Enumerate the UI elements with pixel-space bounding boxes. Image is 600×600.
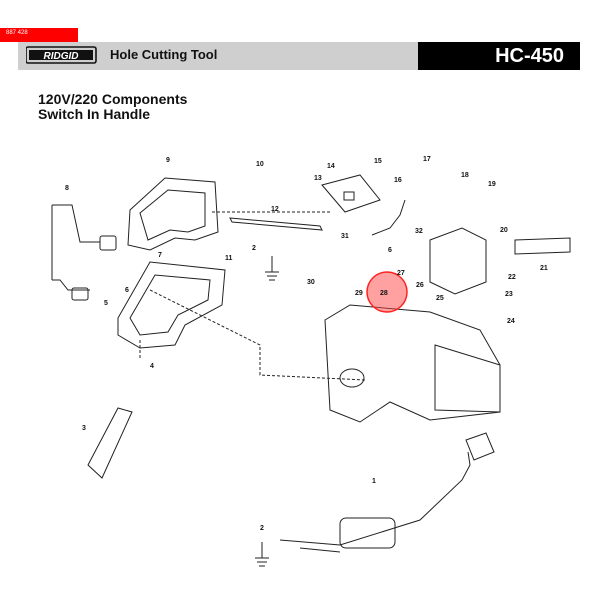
callout-2-upper: 2: [252, 245, 256, 252]
callout-24: 24: [507, 318, 515, 325]
drill-bore: [339, 368, 365, 388]
callout-22: 22: [508, 274, 516, 281]
model-number: HC-450: [495, 45, 564, 67]
handle-grip: [514, 237, 571, 255]
callout-27: 27: [397, 270, 405, 277]
callout-18: 18: [461, 172, 469, 179]
callout-13: 13: [314, 175, 322, 182]
callout-5: 5: [104, 300, 108, 307]
ground-symbol-upper: [265, 256, 279, 281]
document-code: 887 428: [6, 30, 28, 36]
callout-1: 1: [372, 478, 376, 485]
callout-15: 15: [374, 158, 382, 165]
motor-junction-box: [429, 227, 487, 295]
callout-6-right: 6: [388, 247, 392, 254]
callout-30: 30: [307, 279, 315, 286]
callout-29: 29: [355, 290, 363, 297]
page-title: 120V/220 Components Switch In Handle: [38, 92, 187, 122]
lever-upper: [51, 204, 100, 280]
highlight-circle-part-28: [366, 271, 408, 313]
switch-box: [321, 174, 381, 213]
plug: [465, 432, 495, 461]
callout-3: 3: [82, 425, 86, 432]
callout-19: 19: [488, 181, 496, 188]
gfci-module: [339, 517, 396, 549]
product-name: Hole Cutting Tool: [110, 47, 218, 62]
callout-16: 16: [394, 177, 402, 184]
callout-28: 28: [380, 290, 388, 297]
title-line-1: 120V/220 Components: [38, 91, 188, 107]
callout-32: 32: [415, 228, 423, 235]
power-cord: [279, 451, 471, 553]
top-frame-bracket: [127, 177, 219, 251]
callout-14: 14: [327, 163, 335, 170]
callout-11: 11: [225, 255, 233, 262]
callout-7: 7: [158, 252, 162, 259]
callout-21: 21: [540, 265, 548, 272]
callout-8: 8: [65, 185, 69, 192]
callout-10: 10: [256, 161, 264, 168]
callout-2-lower: 2: [260, 525, 264, 532]
callout-20: 20: [500, 227, 508, 234]
callout-12: 12: [271, 206, 279, 213]
callout-25: 25: [436, 295, 444, 302]
lower-frame: [117, 261, 226, 349]
brand-logo-text: RIDGID: [44, 51, 79, 62]
model-banner: HC-450: [418, 42, 580, 70]
document-code-tab: 887 428: [0, 28, 78, 42]
callout-6-left: 6: [125, 287, 129, 294]
ground-symbol-lower: [255, 542, 269, 567]
drill-body: [324, 304, 501, 423]
callout-9: 9: [166, 157, 170, 164]
callout-26: 26: [416, 282, 424, 289]
rod: [229, 217, 323, 231]
callout-31: 31: [341, 233, 349, 240]
title-line-2: Switch In Handle: [38, 106, 151, 122]
callout-17: 17: [423, 156, 431, 163]
ridgid-logo: RIDGID: [26, 46, 97, 64]
callout-4: 4: [150, 363, 154, 370]
callout-23: 23: [505, 291, 513, 298]
lever-lower: [52, 279, 90, 291]
wrench-tool: [87, 407, 133, 479]
